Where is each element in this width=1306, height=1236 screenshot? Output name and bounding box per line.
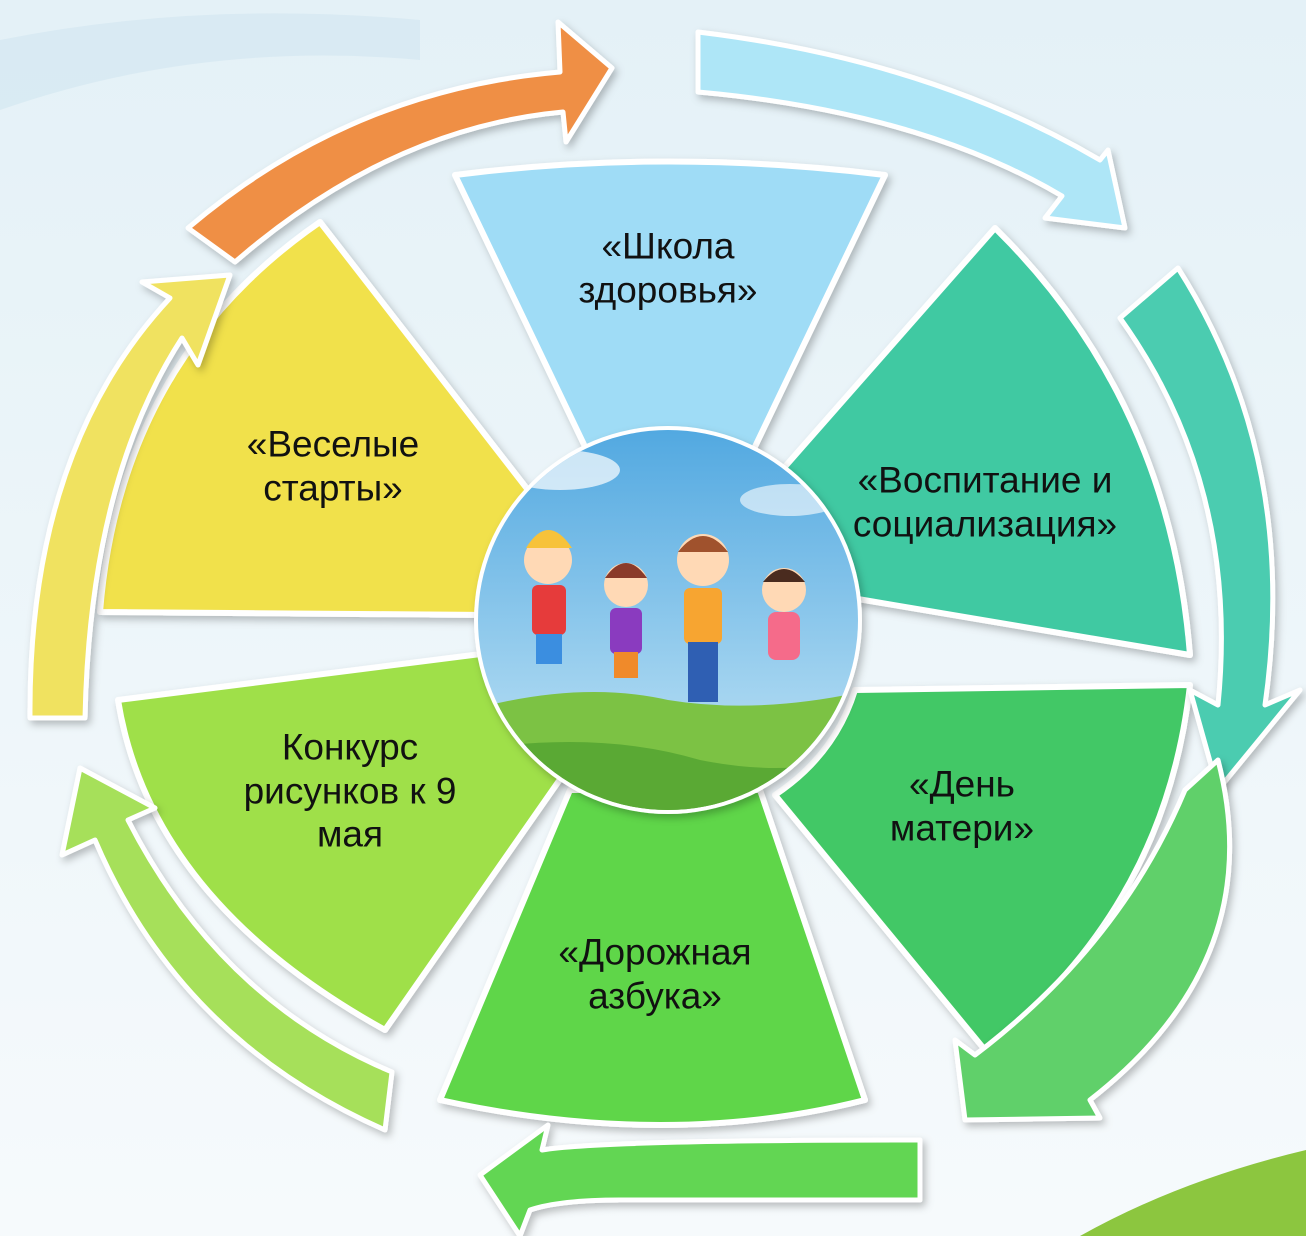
background-swoosh — [0, 13, 420, 111]
segment-label-drawing-contest: Конкурс рисунков к 9 мая — [243, 726, 457, 855]
segment-label-fun-starts: «Веселые старты» — [246, 423, 420, 508]
cycle-arrow-top-right — [695, 29, 1128, 231]
segment-label-upbringing: «Воспитание и социализация» — [852, 459, 1118, 544]
cycle-arrow-upper-left — [27, 272, 233, 721]
cycle-arrow-lower-right — [952, 757, 1233, 1123]
segment-label-mothers-day: «День матери» — [889, 763, 1035, 848]
cycle-arrow-left — [59, 765, 395, 1133]
segment-label-road-alphabet: «Дорожная азбука» — [558, 931, 752, 1016]
cycle-arrow-top — [185, 19, 615, 265]
cycle-arrow-bottom — [477, 1122, 923, 1236]
bottom-grass-corner — [1080, 1150, 1306, 1236]
segment-label-health-school: «Школа здоровья» — [578, 225, 758, 310]
segment-road-alphabet — [437, 787, 868, 1128]
